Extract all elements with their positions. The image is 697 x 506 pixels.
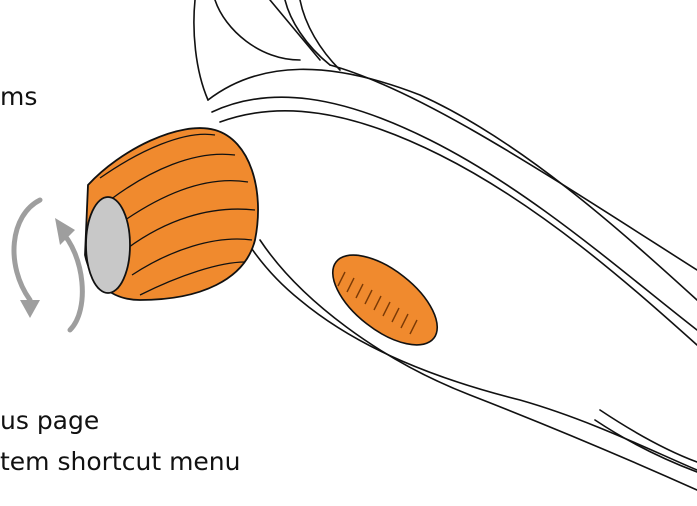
label-items: ms: [0, 82, 38, 111]
label-shortcut-menu: tem shortcut menu: [0, 447, 241, 476]
watch-case: [193, 0, 697, 491]
crown: [84, 127, 259, 301]
label-previous-page: us page: [0, 406, 100, 435]
rotate-arrow-icon: [11, 197, 85, 333]
side-button: [331, 254, 439, 346]
